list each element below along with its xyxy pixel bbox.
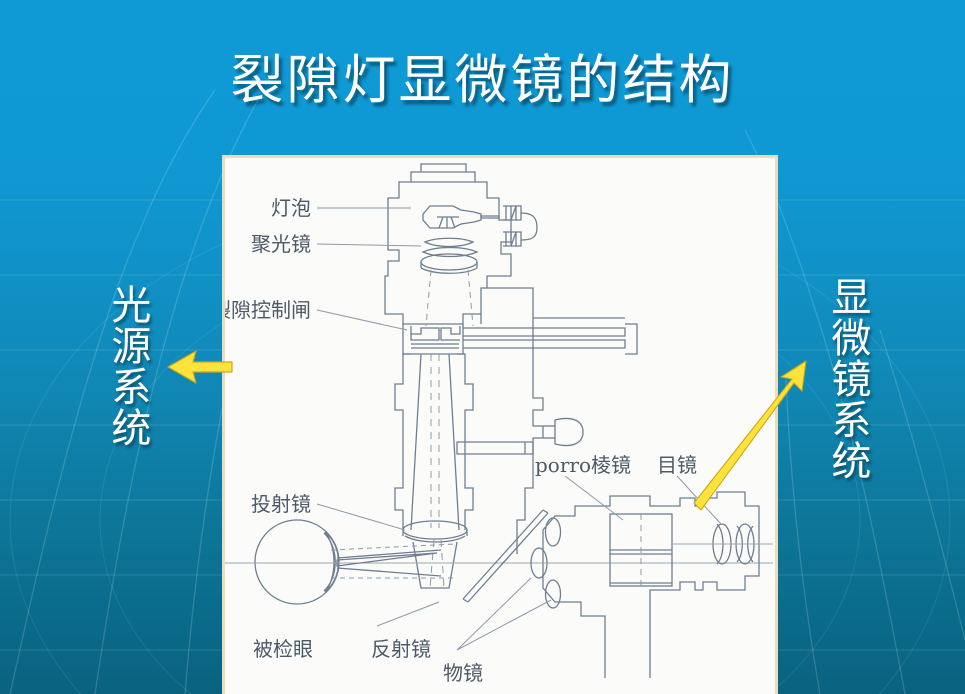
diagram-panel: 灯泡 聚光镜 裂隙控制闸 投射镜 被检眼 反射镜 物镜 porro棱镜 目镜: [222, 155, 778, 694]
callout-reflector: 反射镜: [371, 637, 431, 661]
page-title: 裂隙灯显微镜的结构: [230, 50, 735, 111]
callout-objective-lens: 物镜: [443, 661, 483, 685]
leader-slit-control: [316, 309, 408, 331]
leader-condenser: [316, 243, 422, 247]
microscope-system-label: 显微镜系统: [824, 276, 871, 481]
leader-porro: [564, 475, 624, 521]
callout-examined-eye: 被检眼: [253, 637, 313, 661]
callout-porro-prism: porro棱镜: [535, 453, 631, 477]
leader-objective-1: [456, 577, 532, 651]
light-source-system-label: 光源系统: [104, 284, 151, 448]
leader-projection: [316, 503, 406, 531]
callout-eyepiece: 目镜: [657, 453, 697, 477]
leader-objective-2: [456, 599, 552, 651]
callout-slit-control: 裂隙控制闸: [225, 298, 311, 322]
leader-reflector: [376, 601, 440, 627]
callout-projection-lens: 投射镜: [251, 492, 311, 516]
callout-condenser: 聚光镜: [251, 232, 311, 256]
slit-lamp-diagram: 灯泡 聚光镜 裂隙控制闸 投射镜 被检眼 反射镜 物镜 porro棱镜 目镜: [225, 163, 773, 685]
leader-eyepiece: [676, 475, 722, 525]
callout-bulb: 灯泡: [271, 196, 311, 220]
